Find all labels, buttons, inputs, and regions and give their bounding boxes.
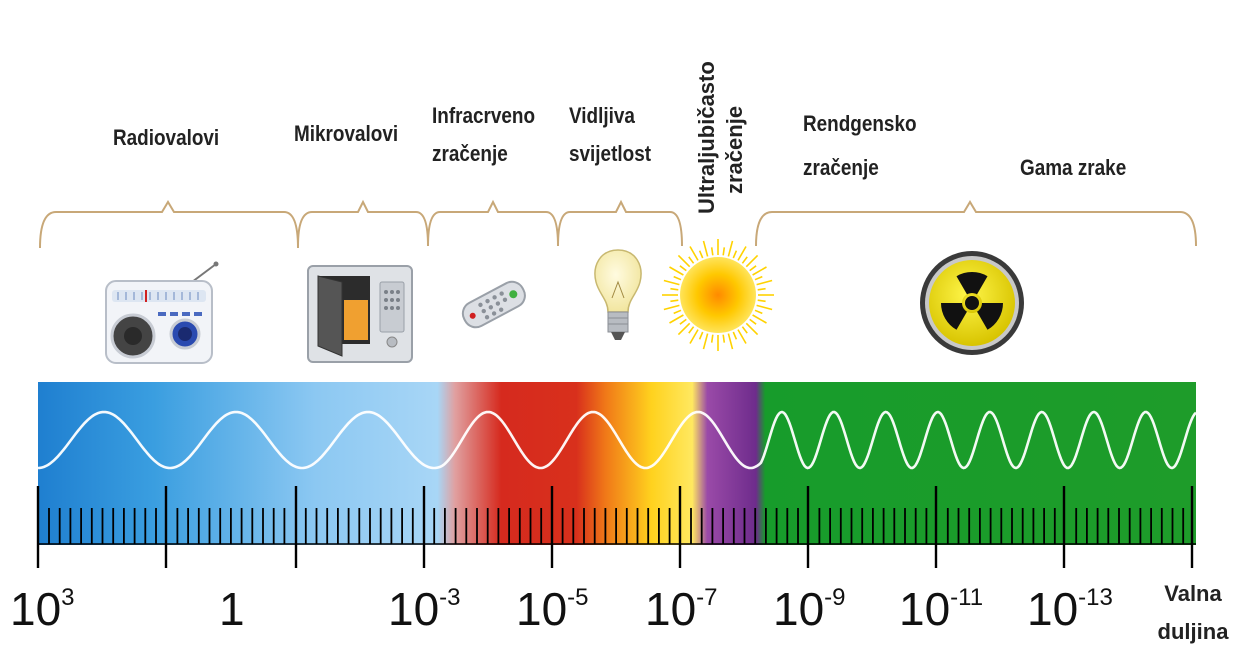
axis-tick-label: 103 [10,583,75,635]
label-infrared-1: Infracrveno [432,103,536,128]
brace-micro [297,199,429,247]
brace-group [39,199,1197,249]
axis-tick-label: 1 [219,583,245,635]
brace-infrared [427,199,559,247]
brace-xray-gamma [755,200,1197,247]
label-visible-1: Vidljiva [569,103,635,128]
wave-line [37,410,1197,470]
axis-tick-label: 10-13 [1027,583,1113,635]
label-microwaves: Mikrovalovi [294,121,399,146]
label-radio-waves: Radiovalovi [113,125,220,150]
label-gamma-rays: Gama zrake [1020,155,1127,180]
axis-tick-label: 10-3 [388,583,461,635]
axis-tick-label: 10-5 [516,583,589,635]
ruler-ticks [36,486,1196,568]
light-bulb-icon [594,249,642,340]
radio-icon [105,261,219,364]
axis-tick-label: 10-9 [773,583,846,635]
axis-tick-label: 10-7 [645,583,718,635]
brace-radio [39,200,299,249]
remote-control-icon [461,280,526,329]
label-visible-2: svijetlost [569,141,652,166]
axis-tick-label: 10-11 [899,583,984,635]
radiation-icon [920,251,1024,355]
label-infrared-2: zračenje [432,141,508,166]
sun-icon [662,239,774,351]
label-xray-2: zračenje [803,155,879,180]
microwave-icon [307,265,413,363]
label-xray-1: Rendgensko [803,111,917,136]
brace-visible [557,199,683,247]
axis-unit-label-1: Valna [1164,581,1222,606]
axis-unit-label-2: duljina [1157,619,1229,644]
